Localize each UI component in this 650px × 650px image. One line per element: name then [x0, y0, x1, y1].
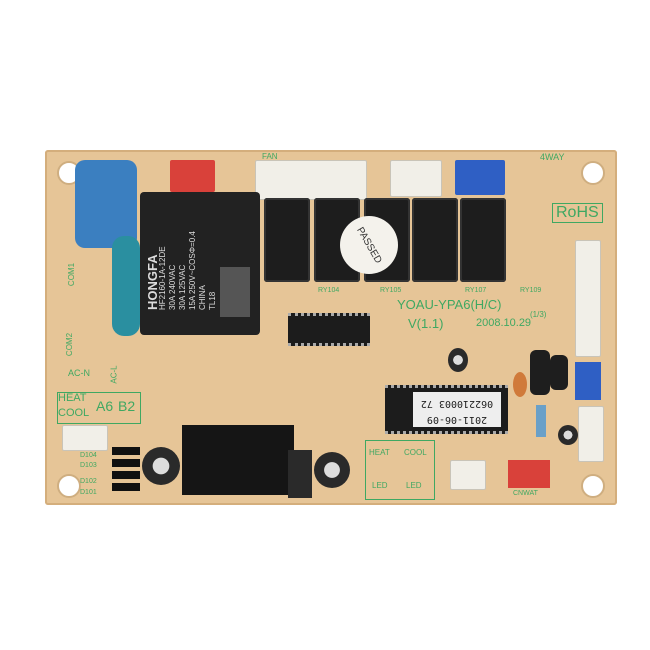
board-sheet: (1/3)	[530, 310, 547, 319]
ceramic-capacitor	[513, 372, 527, 397]
relay-code-label: RY104	[318, 287, 340, 294]
label-d101: D101	[80, 489, 97, 496]
table-cool: COOL	[404, 448, 427, 457]
mounting-hole	[57, 474, 81, 498]
blue-connector	[455, 160, 505, 195]
board-version: V(1.1)	[408, 316, 444, 331]
blue-connector-right	[575, 362, 601, 400]
relay-model: HF2160-1A-12DE	[158, 246, 167, 310]
chip-label: 2011-06-09 062210003 72	[413, 392, 501, 427]
voltage-regulator	[288, 450, 312, 498]
label-com1: COM1	[67, 262, 77, 287]
red-connector-cnwat	[508, 460, 550, 488]
relay-brand: HONGFA	[145, 254, 160, 310]
small-ic	[288, 313, 370, 346]
table-heat: HEAT	[369, 448, 390, 457]
capacitor	[558, 425, 578, 445]
table-led: LED	[406, 481, 422, 490]
label-com2: COM2	[65, 332, 75, 357]
rohs-mark: RoHS	[552, 203, 603, 223]
table-led: LED	[372, 481, 388, 490]
label-a6: A6	[96, 398, 114, 414]
label-heat: HEAT	[58, 392, 87, 404]
relay-code-label: RY107	[465, 287, 487, 294]
hongfa-relay: HONGFA HF2160-1A-12DE 30A 240VAC 30A 125…	[140, 192, 260, 335]
fuse	[112, 236, 140, 336]
white-connector-vertical	[575, 240, 601, 357]
relay-code-label: RY109	[520, 287, 542, 294]
small-relay	[264, 198, 310, 282]
resistor	[536, 405, 546, 437]
mounting-hole	[581, 161, 605, 185]
relay-rating-2: 30A 125VAC	[178, 264, 187, 310]
capacitor	[448, 348, 468, 372]
label-b2: B2	[118, 398, 136, 414]
capacitor	[142, 447, 180, 485]
board-date: 2008.10.29	[476, 317, 532, 329]
relay-origin: CHINA	[198, 285, 207, 310]
mode-table: HEAT COOL LED LED	[365, 440, 435, 500]
label-fan: FAN	[262, 152, 278, 161]
microcontroller-chip: 2011-06-09 062210003 72	[385, 385, 508, 434]
board-model: YOAU-YPA6(H/C)	[397, 297, 502, 312]
red-connector	[170, 160, 215, 192]
white-connector-bottom	[450, 460, 486, 490]
relay-terminal	[220, 267, 250, 317]
passed-sticker: PASSED	[340, 216, 398, 274]
white-connector	[390, 160, 442, 197]
relay-rating-3: 15A 250V~COSΦ=0.4	[188, 231, 197, 310]
label-cnwat: CNWAT	[513, 490, 538, 497]
label-ac-l: AC-L	[109, 365, 119, 384]
white-connector-left	[62, 425, 108, 451]
capacitor	[550, 355, 568, 390]
small-relay	[412, 198, 458, 282]
white-connector-fan	[255, 160, 367, 200]
mounting-hole	[581, 474, 605, 498]
white-connector-right	[578, 406, 604, 462]
label-ac-n: AC-N	[68, 368, 90, 378]
relay-rating-1: 30A 240VAC	[168, 264, 177, 310]
diodes	[112, 447, 140, 495]
relay-code-label: RY105	[380, 287, 402, 294]
x-capacitor	[75, 160, 137, 248]
heatsink	[182, 425, 294, 495]
capacitor	[530, 350, 550, 395]
capacitor	[314, 452, 350, 488]
label-d102: D102	[80, 478, 97, 485]
relay-code: TL18	[208, 291, 217, 310]
small-relay	[460, 198, 506, 282]
label-4way: 4WAY	[540, 152, 565, 162]
heat-cool-jumper-box	[57, 392, 141, 424]
label-cool: COOL	[58, 407, 90, 419]
label-d104: D104	[80, 452, 97, 459]
label-d103: D103	[80, 462, 97, 469]
